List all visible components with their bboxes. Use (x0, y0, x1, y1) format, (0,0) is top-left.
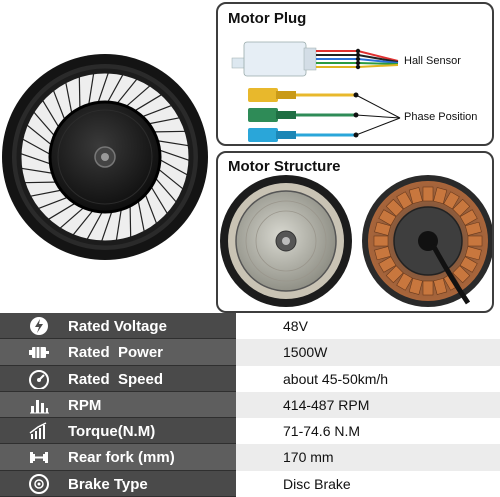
row-divider (0, 443, 236, 445)
motor-plug-title: Motor Plug (228, 10, 307, 27)
row-divider (0, 338, 236, 340)
motor-plug-diagram (231, 41, 401, 142)
hall-sensor-label: Hall Sensor (404, 55, 461, 67)
spec-value: 414-487 RPM (283, 396, 370, 413)
spec-label-cell: Torque(N.M) (0, 418, 236, 445)
spec-row: Rated Power 1500W (0, 339, 500, 366)
spec-row: Brake Type Disc Brake (0, 470, 500, 497)
spec-value: 48V (283, 318, 308, 334)
row-divider (0, 469, 236, 471)
spec-label: Rear fork (mm) (68, 449, 175, 467)
spec-value-cell: 414-487 RPM (236, 391, 500, 419)
spec-label-cell: Brake Type (0, 470, 236, 497)
spec-row: Rated Speed about 45-50km/h (0, 365, 500, 392)
speedometer-icon (29, 369, 49, 389)
lightning-icon (30, 317, 48, 335)
phase-position-label: Phase Position (404, 111, 478, 123)
spec-value: 1500W (283, 344, 328, 361)
spec-row: RPM 414-487 RPM (0, 391, 500, 419)
spec-row: Torque(N.M) 71-74.6 N.M (0, 418, 500, 445)
spec-value: Disc Brake (283, 475, 351, 492)
spec-value: about 45-50km/h (283, 370, 389, 387)
spec-row: Rated Voltage 48V (0, 313, 500, 340)
brake-disc-icon (29, 473, 49, 494)
spec-label: Torque(N.M) (68, 423, 156, 441)
row-divider (0, 495, 236, 497)
motor-icon (29, 347, 49, 359)
spec-value-cell: Disc Brake (236, 470, 500, 497)
spec-row: Rear fork (mm) 170 mm (0, 444, 500, 471)
spec-label: Rated Power (68, 344, 164, 362)
spec-value-cell: 48V (236, 313, 500, 340)
spec-value-cell: 170 mm (236, 444, 500, 471)
spec-value: 71-74.6 N.M (283, 423, 361, 440)
hub-motor-wheel-image (2, 54, 208, 260)
spec-label-cell: RPM (0, 391, 236, 419)
spec-table: Rated Voltage 48V Rated Power 1500W Rated Sp… (0, 313, 500, 497)
spec-value-cell: 1500W (236, 339, 500, 366)
motor-plug-panel: Motor Plug Hall Sensor Phase Position (216, 2, 494, 146)
spec-label-cell: Rated Power (0, 339, 236, 366)
motor-structure-panel: Motor Structure (216, 151, 494, 313)
spec-label-cell: Rated Voltage (0, 313, 236, 340)
spec-label-cell: Rated Speed (0, 365, 236, 392)
spec-label: Rated Speed (68, 370, 164, 388)
spec-label: Rated Voltage (68, 318, 167, 335)
spec-label: Brake Type (68, 475, 148, 493)
row-divider (0, 364, 236, 366)
spec-value: 170 mm (283, 449, 334, 466)
spec-label: RPM (68, 396, 102, 414)
motor-structure-images (220, 175, 492, 307)
torque-chart-icon (29, 422, 47, 440)
spec-label-cell: Rear fork (mm) (0, 444, 236, 471)
spec-value-cell: 71-74.6 N.M (236, 418, 500, 445)
bar-chart-icon (30, 399, 49, 414)
row-divider (0, 390, 236, 392)
row-divider (0, 417, 236, 419)
motor-structure-title: Motor Structure (228, 158, 341, 175)
spec-value-cell: about 45-50km/h (236, 365, 500, 392)
dumbbell-icon (30, 452, 48, 464)
